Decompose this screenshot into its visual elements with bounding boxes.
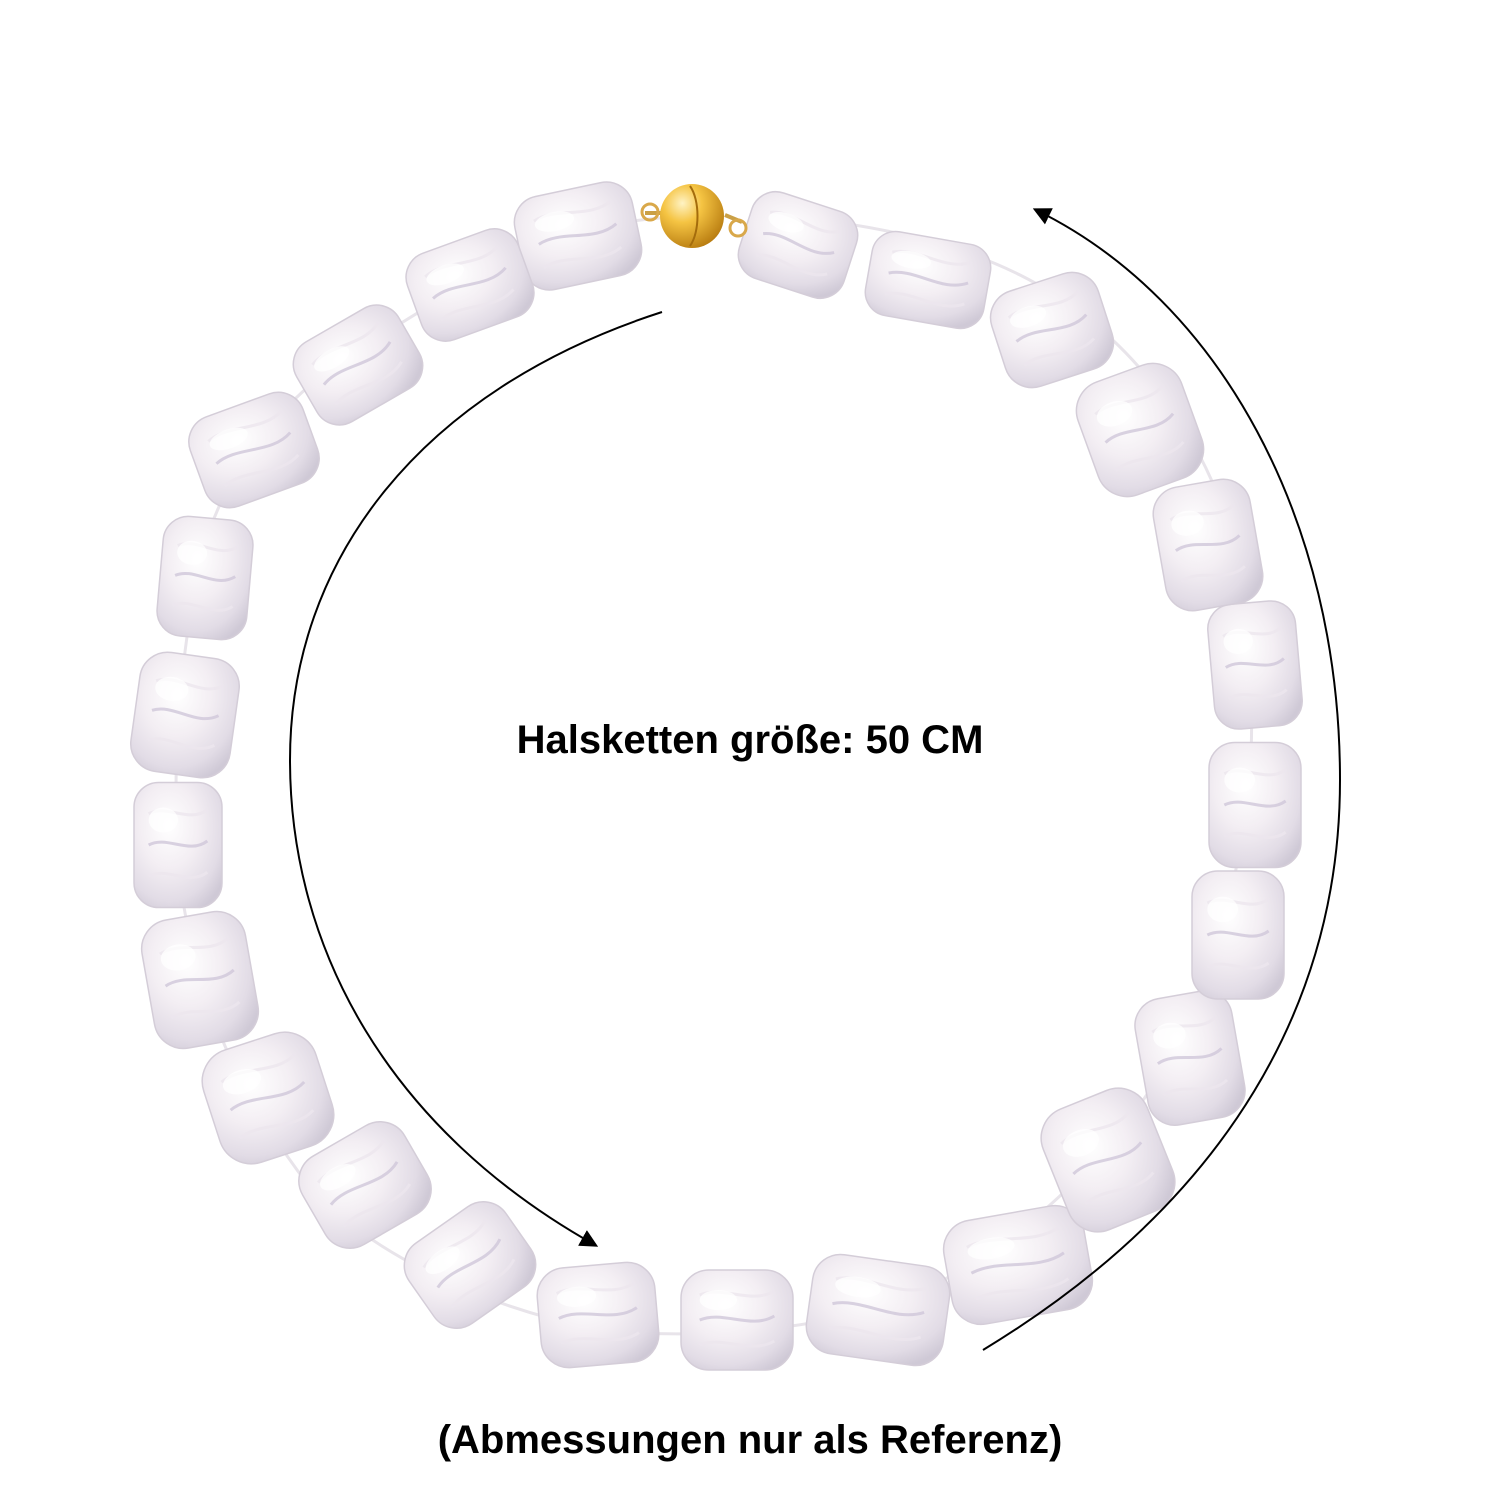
- pearl: [403, 1201, 537, 1329]
- pearl: [140, 910, 260, 1050]
- pearl: [156, 515, 254, 641]
- pearl: [942, 1204, 1094, 1326]
- outer-arc-arrow: [982, 208, 1342, 1351]
- pearl: [1134, 990, 1246, 1126]
- inner-arc-arrow: [288, 311, 663, 1247]
- pearl: [989, 271, 1115, 389]
- pearl: [1207, 600, 1303, 730]
- pearl: [201, 1031, 335, 1165]
- pearl: [513, 181, 643, 291]
- pearl: [680, 1269, 794, 1371]
- pearl: [1152, 478, 1264, 612]
- pearl: [292, 304, 424, 426]
- pearl: [1040, 1087, 1176, 1233]
- pearl: [1075, 362, 1205, 498]
- pearl: [1191, 870, 1285, 1000]
- pearl: [405, 228, 535, 342]
- pearl: [805, 1253, 951, 1367]
- pearl: [298, 1121, 432, 1249]
- pearl: [864, 230, 992, 330]
- pearl: [1208, 741, 1302, 869]
- magnetic-clasp: [640, 184, 748, 248]
- pearl: [130, 651, 240, 779]
- pearl: [133, 781, 223, 909]
- pearl: [737, 191, 859, 299]
- pearl-strand: [130, 181, 1303, 1371]
- reference-note: (Abmessungen nur als Referenz): [437, 1418, 1063, 1462]
- pearl: [536, 1261, 660, 1369]
- necklace-size-label: Halsketten größe: 50 CM: [516, 718, 984, 762]
- pearl: [188, 391, 320, 509]
